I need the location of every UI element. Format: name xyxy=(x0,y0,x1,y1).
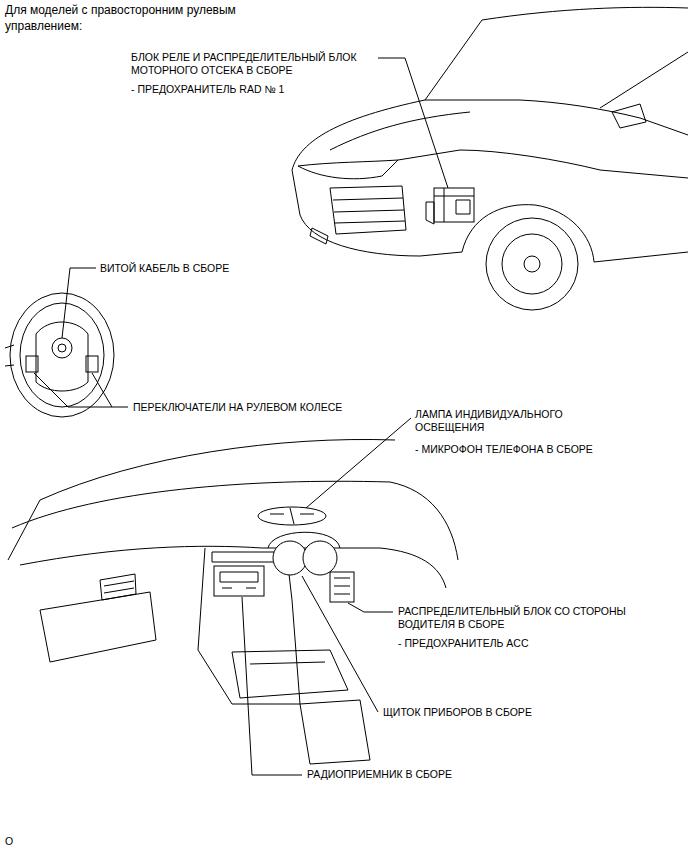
label-text: - ПРЕДОХРАНИТЕЛЬ RAD № 1 xyxy=(131,83,284,95)
wheel-rim-inner xyxy=(20,303,104,407)
label-text: ЩИТОК ПРИБОРОВ В СБОРЕ xyxy=(383,706,532,718)
label-text: ЛАМПА ИНДИВИДУАЛЬНОГО ОСВЕЩЕНИЯ xyxy=(415,408,563,433)
part-label: - МИКРОФОН ТЕЛЕФОНА В СБОРЕ xyxy=(415,443,675,456)
part-label: - ПРЕДОХРАНИТЕЛЬ RAD № 1 xyxy=(131,83,376,96)
windshield-edge xyxy=(40,439,395,500)
gauge-right xyxy=(303,541,337,575)
relay-block-detail xyxy=(426,188,474,224)
center-vents xyxy=(212,552,280,562)
part-label: РАДИОПРИЕМНИК В СБОРЕ xyxy=(307,768,567,781)
gauge-left xyxy=(273,541,307,575)
glove-box xyxy=(40,592,156,662)
heading-text: Для моделей с правосторонним рулевым упр… xyxy=(5,3,236,33)
dash-top xyxy=(12,481,458,560)
leader-line xyxy=(62,268,96,338)
relay-block xyxy=(434,188,474,222)
map-lamp xyxy=(258,507,326,525)
hood-edge xyxy=(292,100,688,170)
part-label: ЛАМПА ИНДИВИДУАЛЬНОГО ОСВЕЩЕНИЯ xyxy=(415,408,595,434)
label-text: БЛОК РЕЛЕ И РАСПРЕДЕЛИТЕЛЬНЫЙ БЛОК МОТОР… xyxy=(131,51,357,76)
leader-lines xyxy=(34,58,448,775)
leader-line xyxy=(348,603,393,612)
fender xyxy=(398,150,688,178)
rim xyxy=(502,234,562,294)
leader-line xyxy=(34,373,128,407)
hood-line xyxy=(330,112,470,150)
switch-right xyxy=(86,356,98,372)
leader-line xyxy=(306,418,411,508)
steering-column xyxy=(5,345,14,366)
roof-line xyxy=(482,7,688,20)
wheel-rim-outer xyxy=(10,293,114,417)
grille-bars xyxy=(333,198,405,223)
leader-line xyxy=(302,576,378,712)
radio-unit xyxy=(214,566,264,596)
label-text: РАДИОПРИЕМНИК В СБОРЕ xyxy=(307,768,452,780)
wheel-pad xyxy=(36,322,88,391)
label-text: O xyxy=(5,835,13,847)
label-text: - МИКРОФОН ТЕЛЕФОНА В СБОРЕ xyxy=(415,443,593,455)
label-text: - ПРЕДОХРАНИТЕЛЬ ACC xyxy=(398,637,529,649)
label-text: ПЕРЕКЛЮЧАТЕЛИ НА РУЛЕВОМ КОЛЕСЕ xyxy=(133,401,342,413)
part-label: O xyxy=(5,835,45,848)
spiral-cable xyxy=(52,338,72,358)
right-pillar xyxy=(600,52,688,108)
part-label: ПЕРЕКЛЮЧАТЕЛИ НА РУЛЕВОМ КОЛЕСЕ xyxy=(133,401,393,414)
mirror xyxy=(612,104,646,128)
part-label: - ПРЕДОХРАНИТЕЛЬ ACC xyxy=(398,637,658,650)
leader-line xyxy=(378,58,448,188)
leader-line xyxy=(92,373,112,407)
tire xyxy=(486,218,578,310)
a-pillar xyxy=(425,20,482,100)
part-label: БЛОК РЕЛЕ И РАСПРЕДЕЛИТЕЛЬНЫЙ БЛОК МОТОР… xyxy=(131,51,376,77)
part-label: ЩИТОК ПРИБОРОВ В СБОРЕ xyxy=(383,706,643,719)
headlight xyxy=(298,160,398,179)
seat-armrest xyxy=(300,700,370,764)
radio-detail xyxy=(220,572,258,588)
leader-line xyxy=(242,597,302,775)
grille xyxy=(330,186,406,234)
vent-left xyxy=(100,574,136,600)
switch-left xyxy=(26,356,38,372)
a-pillar-left xyxy=(8,500,40,560)
console xyxy=(232,650,348,698)
part-label: РАСПРЕДЕЛИТЕЛЬНЫЙ БЛОК СО СТОРОНЫ ВОДИТЕ… xyxy=(398,605,660,631)
spiral-cable-core xyxy=(58,344,66,352)
label-text: РАСПРЕДЕЛИТЕЛЬНЫЙ БЛОК СО СТОРОНЫ ВОДИТЕ… xyxy=(398,605,626,630)
page-heading: Для моделей с правосторонним рулевым упр… xyxy=(5,3,260,34)
driver-junction-block xyxy=(330,572,354,602)
junction-detail xyxy=(334,578,350,594)
hub xyxy=(524,256,540,272)
label-text: ВИТОЙ КАБЕЛЬ В СБОРЕ xyxy=(100,262,229,274)
fog-lamp xyxy=(310,228,328,244)
map-lamp-detail xyxy=(270,508,314,524)
part-label: ВИТОЙ КАБЕЛЬ В СБОРЕ xyxy=(100,262,340,275)
